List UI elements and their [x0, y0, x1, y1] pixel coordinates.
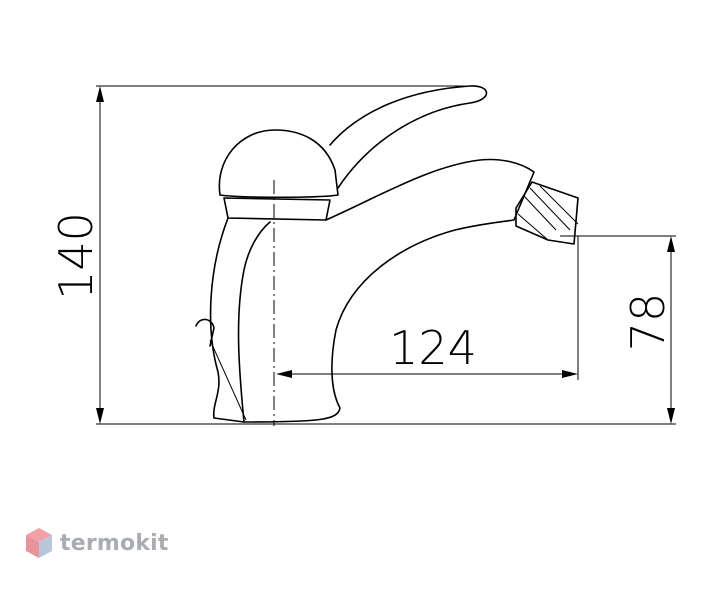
- aerator: [515, 181, 579, 245]
- reach-label: 124: [389, 321, 477, 375]
- reach-dimension: 124: [276, 321, 578, 378]
- brand-logo: termokit: [24, 527, 169, 559]
- height-label: 140: [49, 212, 103, 300]
- height-dimension: 140: [49, 86, 104, 424]
- spout-height-label: 78: [621, 293, 675, 352]
- spout-height-dimension: 78: [621, 236, 675, 424]
- faucet-outline: [195, 85, 579, 423]
- logo-text: termokit: [60, 530, 169, 556]
- logo-cube-icon: [26, 528, 52, 558]
- drain-knob: [195, 318, 247, 421]
